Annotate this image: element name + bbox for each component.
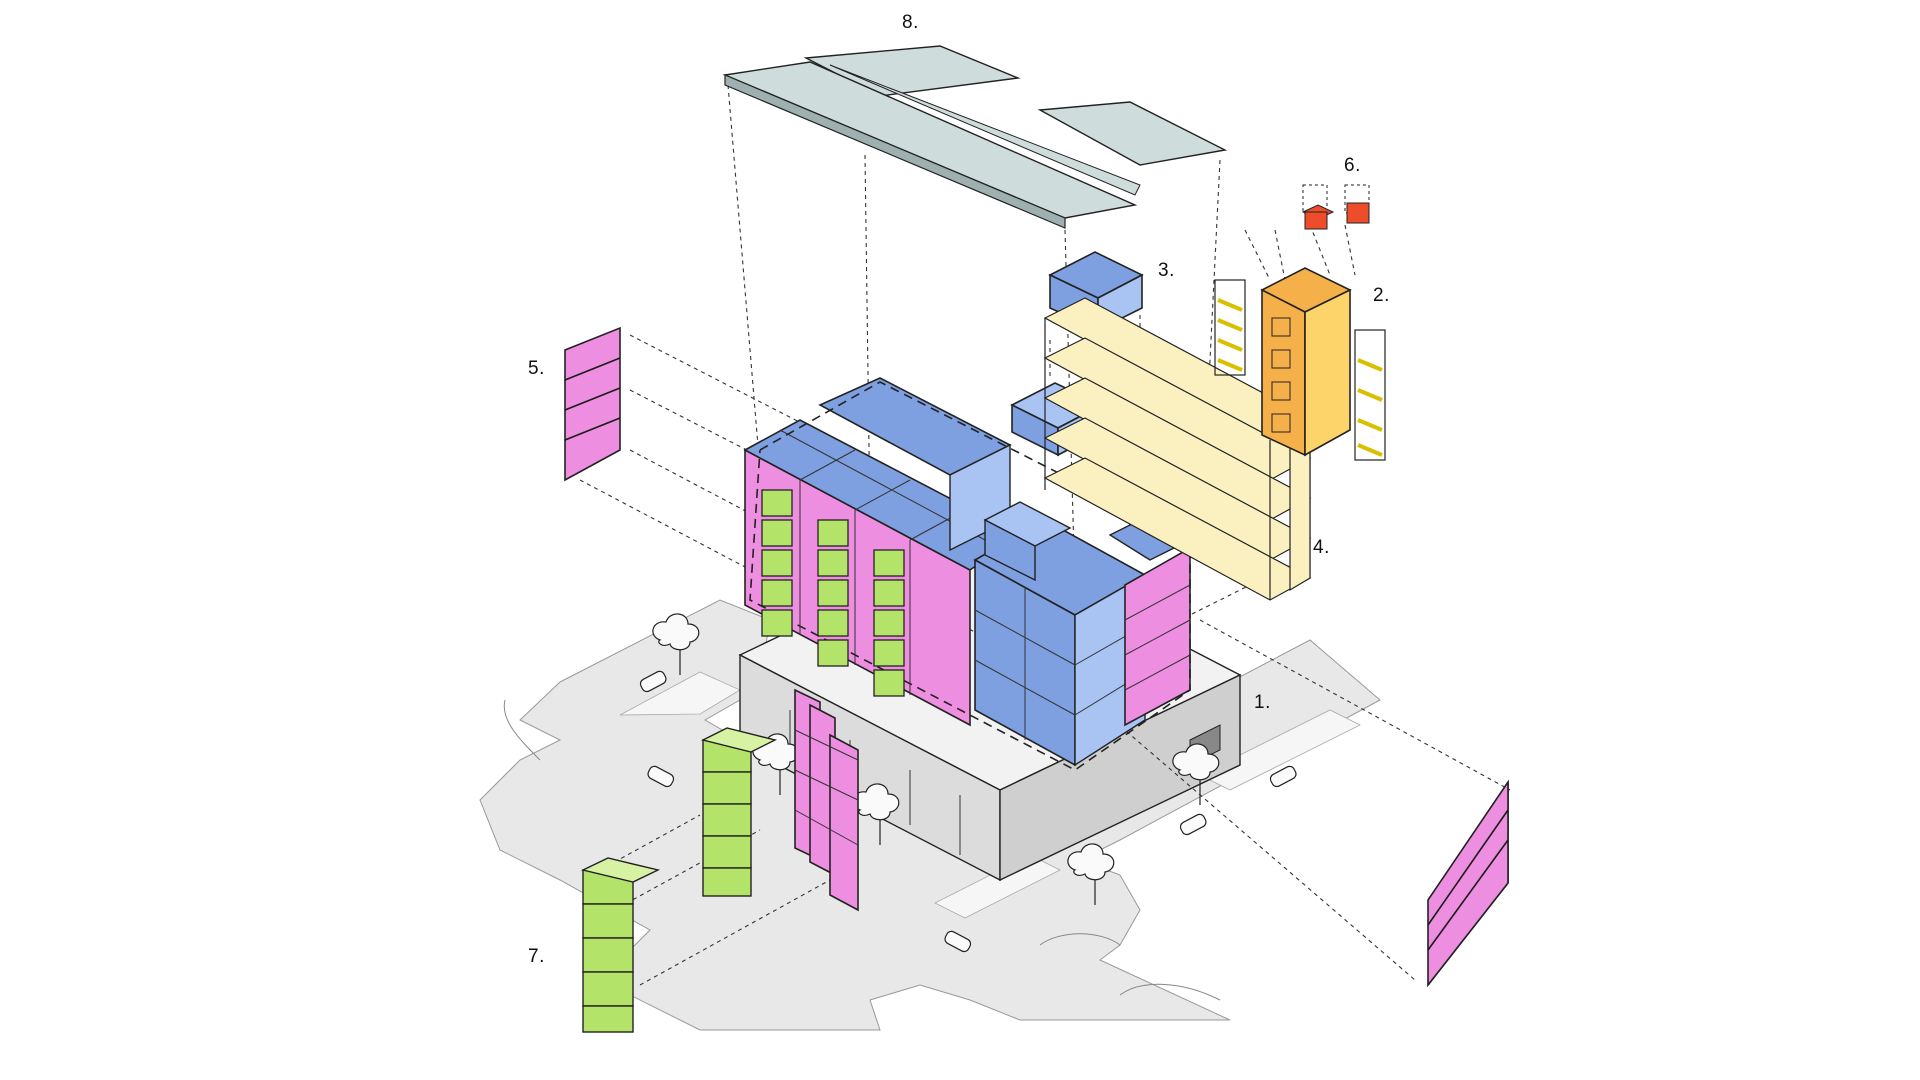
- label-1: 1.: [1254, 692, 1271, 713]
- street-trees: [652, 613, 1220, 905]
- green-balconies-building: [761, 489, 905, 697]
- main-building-volume: [743, 377, 1192, 771]
- green-balcony-stack-7: [580, 857, 661, 1033]
- pink-facade-panels-front: [794, 688, 859, 912]
- red-units-6: [1301, 184, 1370, 230]
- stair-towers: [1214, 279, 1386, 461]
- green-balcony-stack-front: [700, 727, 778, 897]
- street-cars: [639, 670, 1297, 953]
- pink-facade-panel-right: [1427, 779, 1509, 988]
- label-2: 2.: [1373, 285, 1390, 306]
- label-3: 3.: [1158, 260, 1175, 281]
- label-5: 5.: [528, 358, 545, 379]
- structural-frame-4: [1043, 297, 1312, 601]
- orange-core-2: [1260, 267, 1352, 457]
- label-7: 7.: [528, 946, 545, 967]
- label-4: 4.: [1313, 537, 1330, 558]
- label-8: 8.: [902, 12, 919, 33]
- pink-facade-panel-5: [564, 326, 621, 482]
- roof-panels-8: [722, 45, 1228, 229]
- label-6: 6.: [1344, 155, 1361, 176]
